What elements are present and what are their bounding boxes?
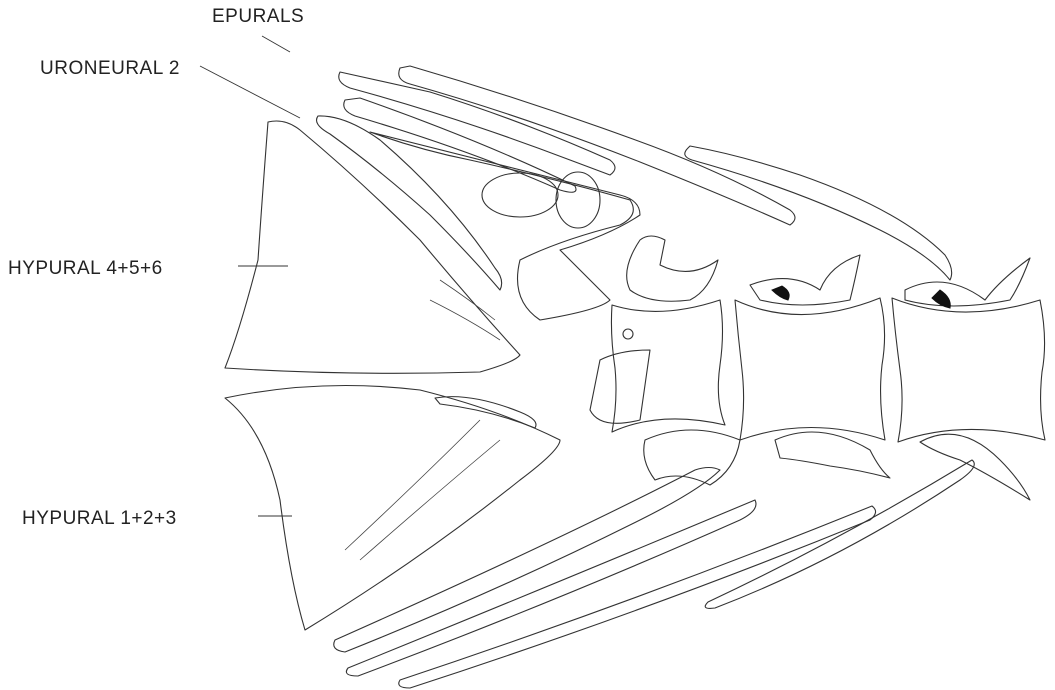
vertebra-2 — [735, 255, 890, 478]
haemal-spines — [334, 397, 975, 688]
vertebra-1 — [611, 236, 740, 485]
neural-arch-region — [370, 132, 650, 423]
epurals — [339, 66, 952, 280]
hypural-1-2-3 — [225, 386, 560, 631]
vertebra-3 — [892, 258, 1045, 500]
leader-uroneural-2 — [200, 66, 300, 118]
leader-epurals — [262, 36, 290, 52]
leader-lines — [200, 36, 300, 516]
